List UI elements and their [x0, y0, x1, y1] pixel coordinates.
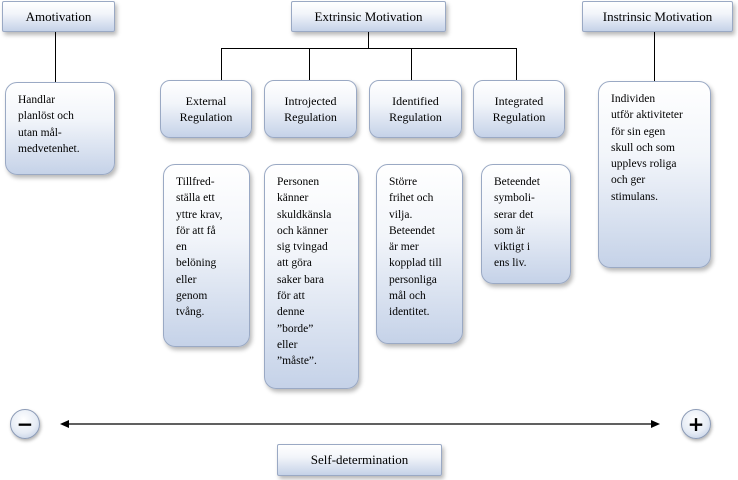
intrinsic-description: Individen utför aktiviteter för sin egen…: [598, 81, 711, 268]
intrinsic-motivation-header: Instrinsic Motivation: [582, 1, 733, 32]
introjected-description-text: Personen känner skuldkänsla och känner s…: [277, 176, 332, 368]
integrated-regulation: Integrated Regulation: [473, 80, 565, 138]
connector-external: [221, 48, 222, 80]
introjected-description: Personen känner skuldkänsla och känner s…: [264, 164, 359, 389]
connector-identified: [411, 48, 412, 80]
external-description-text: Tillfred- ställa ett yttre krav, för att…: [176, 176, 223, 319]
self-determination-label: Self-determination: [277, 444, 442, 476]
integrated-description-text: Beteendet symboli- serar det som är vikt…: [494, 176, 540, 270]
self-determination-arrow: [60, 420, 660, 428]
connector-extrinsic-stem: [368, 31, 369, 48]
amotivation-header: Amotivation: [2, 1, 115, 32]
identified-regulation: Identified Regulation: [369, 80, 462, 138]
identified-description-text: Större frihet och vilja. Beteendet är me…: [389, 176, 442, 319]
identified-description: Större frihet och vilja. Beteendet är me…: [376, 164, 463, 344]
connector-extrinsic-bar: [221, 48, 517, 49]
connector-introjected: [309, 48, 310, 80]
introjected-regulation: Introjected Regulation: [264, 80, 357, 138]
amotivation-description: Handlar planlöst och utan mål- medvetenh…: [5, 82, 115, 175]
plus-circle-icon: +: [681, 409, 711, 439]
integrated-description: Beteendet symboli- serar det som är vikt…: [481, 164, 571, 284]
connector-amotivation: [55, 31, 56, 83]
minus-circle-icon: −: [10, 409, 40, 439]
extrinsic-motivation-header: Extrinsic Motivation: [291, 1, 446, 32]
external-description: Tillfred- ställa ett yttre krav, för att…: [163, 164, 250, 347]
external-regulation: External Regulation: [160, 80, 252, 138]
intrinsic-description-text: Individen utför aktiviteter för sin egen…: [611, 93, 683, 203]
amotivation-description-text: Handlar planlöst och utan mål- medvetenh…: [18, 94, 80, 155]
connector-integrated: [516, 48, 517, 80]
connector-intrinsic: [654, 31, 655, 81]
